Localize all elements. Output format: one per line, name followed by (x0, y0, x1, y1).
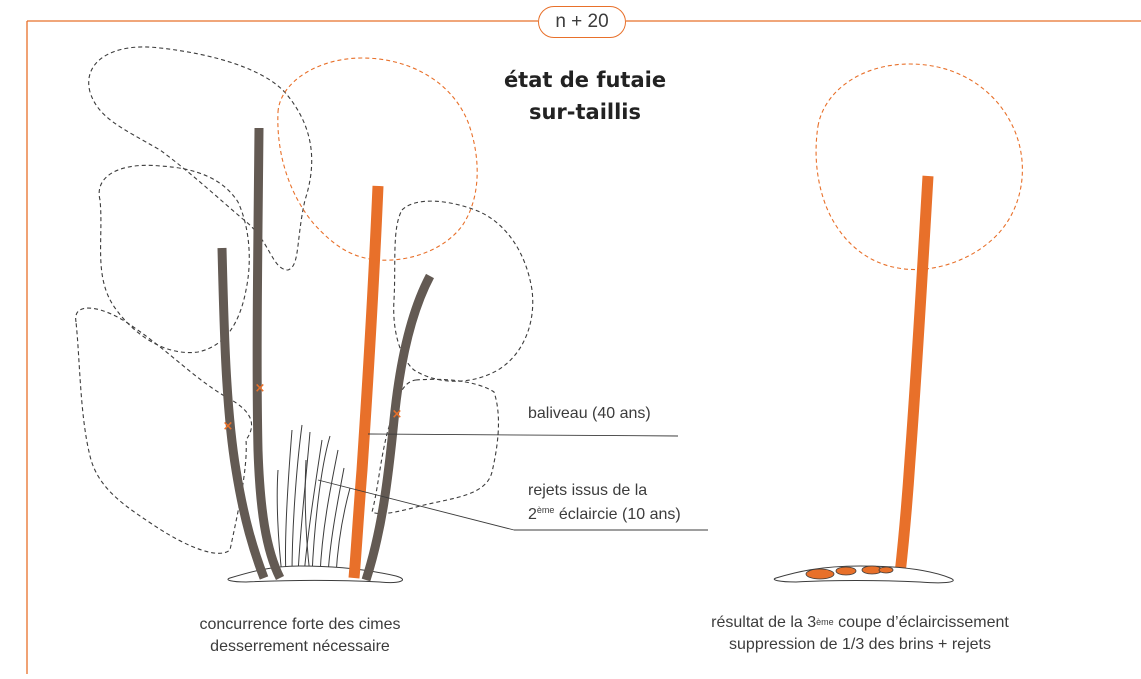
crown-outline (371, 378, 500, 515)
crown-outline (88, 46, 313, 271)
crown-outline (393, 200, 534, 382)
cut-stump (835, 566, 857, 576)
caption-right-suffix: coupe d’éclaircissement (833, 614, 1009, 631)
cut-mark: × (392, 407, 403, 422)
cut-stumps (805, 565, 894, 580)
title-line-1: état de futaie (503, 68, 667, 92)
caption-right-line-1: résultat de la 3ème coupe d’éclaircissem… (670, 612, 1050, 634)
standard-trunk-right (894, 175, 934, 575)
crown-outline-standard-right (815, 63, 1023, 271)
caption-right: résultat de la 3ème coupe d’éclaircissem… (670, 612, 1050, 656)
caption-left-line-1: concurrence forte des cimes (199, 616, 401, 633)
caption-left: concurrence forte des cimes desserrement… (170, 614, 430, 658)
crown-outline (98, 164, 250, 354)
standard-trunk-left (348, 185, 384, 579)
caption-right-line-2: suppression de 1/3 des brins + rejets (729, 636, 991, 653)
label-rejets-line-2: 2ème éclaircie (10 ans) (528, 505, 681, 524)
cut-mark: × (223, 419, 234, 434)
rejets-number: 2 (528, 506, 537, 523)
caption-right-superscript: ème (816, 617, 834, 627)
cut-marks: × × × (223, 381, 403, 434)
caption-right-prefix: résultat de la 3 (711, 614, 817, 631)
title-line-2: sur-taillis (528, 100, 642, 124)
crown-outline (75, 307, 253, 554)
period-badge: n + 20 (538, 6, 626, 38)
sprouts (276, 424, 351, 576)
caption-left-line-2: desserrement nécessaire (210, 638, 390, 655)
cut-mark: × (255, 381, 266, 396)
label-rejets-line-1: rejets issus de la (528, 482, 648, 499)
rejets-superscript: ème (536, 505, 555, 515)
diagram-title: état de futaie sur-taillis (470, 64, 700, 128)
crown-outlines-coppice (75, 46, 534, 554)
label-baliveau: baliveau (40 ans) (528, 405, 651, 422)
cut-stump (805, 568, 835, 580)
stump-left (227, 565, 403, 583)
coppice-trunk (252, 127, 285, 581)
coppice-trunk (361, 273, 434, 582)
leader-lines (317, 433, 708, 531)
coppice-trunks (217, 127, 434, 582)
rejets-rest: éclaircie (10 ans) (554, 506, 681, 523)
cut-stump (878, 566, 894, 574)
coppice-trunk (217, 247, 269, 580)
crown-outline-standard-left (277, 57, 478, 261)
frame-border (26, 20, 1141, 674)
